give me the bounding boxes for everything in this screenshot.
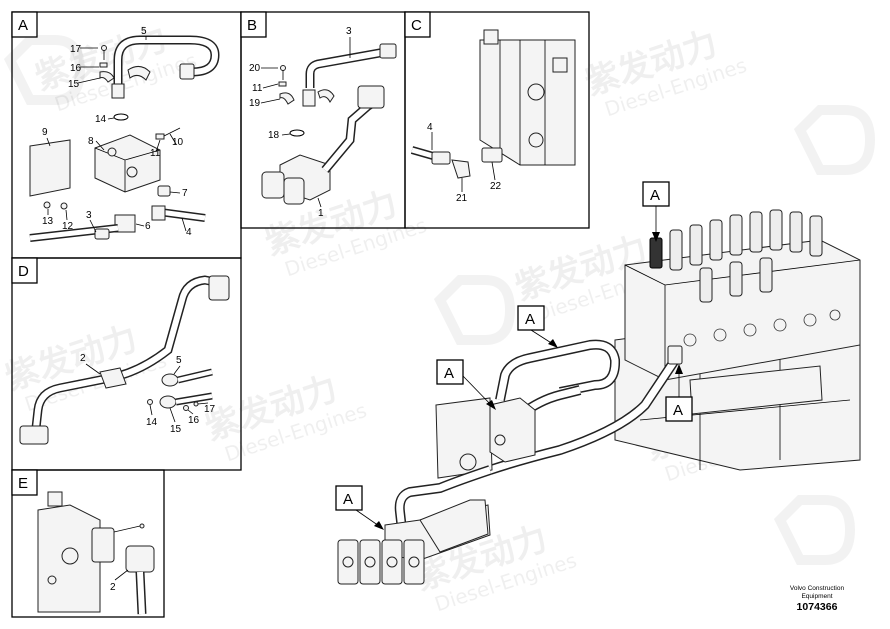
brand-line-1: Volvo Construction (789, 585, 845, 592)
label-3: 3 (346, 26, 352, 37)
label-12: 12 (62, 221, 74, 232)
label-4: 4 (427, 122, 433, 133)
label-15: 15 (68, 79, 80, 90)
label-2: 2 (80, 353, 86, 364)
label-21: 21 (456, 193, 468, 204)
label-18: 18 (268, 130, 280, 141)
label-7: 7 (182, 188, 188, 199)
label-6: 6 (145, 221, 151, 232)
label-4: 4 (186, 227, 192, 238)
callout-a-bottom: A (335, 485, 384, 530)
label-16: 16 (188, 415, 200, 426)
label-8: 8 (88, 136, 94, 147)
label-17: 17 (70, 44, 82, 55)
panel-d: D 2 5 14 15 16 17 (11, 257, 242, 471)
label-17: 17 (204, 404, 216, 415)
label-14: 14 (146, 417, 158, 428)
label-5: 5 (141, 26, 147, 37)
panel-c-letter: C (411, 17, 422, 34)
panel-b-letter: B (247, 17, 257, 34)
panel-e: E 2 (11, 469, 165, 618)
panel-e-letter: E (18, 475, 28, 492)
label-22: 22 (490, 181, 502, 192)
label-20: 20 (249, 63, 261, 74)
label-11: 11 (150, 148, 161, 159)
label-11: 11 (252, 83, 263, 94)
label-5: 5 (176, 355, 182, 366)
callout-a-right: A (665, 364, 693, 422)
svg-text:A: A (343, 491, 353, 508)
callout-a-block: A (436, 359, 496, 410)
brand-caption: Volvo Construction Equipment (782, 585, 852, 601)
panel-c: C 4 21 22 (404, 11, 590, 229)
label-2: 2 (110, 582, 116, 593)
drawing-number: 1074366 (796, 601, 838, 613)
panel-a-letter: A (18, 17, 28, 34)
panel-a: A 17 (11, 11, 242, 259)
label-1: 1 (318, 208, 324, 219)
svg-text:A: A (650, 187, 660, 204)
brand-line-2: Equipment (801, 593, 833, 600)
callout-a-upper-pipe: A (517, 305, 558, 348)
label-19: 19 (249, 98, 261, 109)
label-14: 14 (95, 114, 107, 125)
svg-text:A: A (673, 402, 683, 419)
panel-d-letter: D (18, 263, 29, 280)
label-3: 3 (86, 210, 92, 221)
label-9: 9 (42, 127, 48, 138)
main-assembly: A A A A A (335, 181, 861, 585)
callout-a-top: A (642, 181, 670, 242)
label-13: 13 (42, 216, 54, 227)
svg-text:A: A (525, 311, 535, 328)
label-15: 15 (170, 424, 182, 435)
label-16: 16 (70, 63, 82, 74)
label-10: 10 (172, 137, 184, 148)
svg-text:A: A (444, 365, 454, 382)
